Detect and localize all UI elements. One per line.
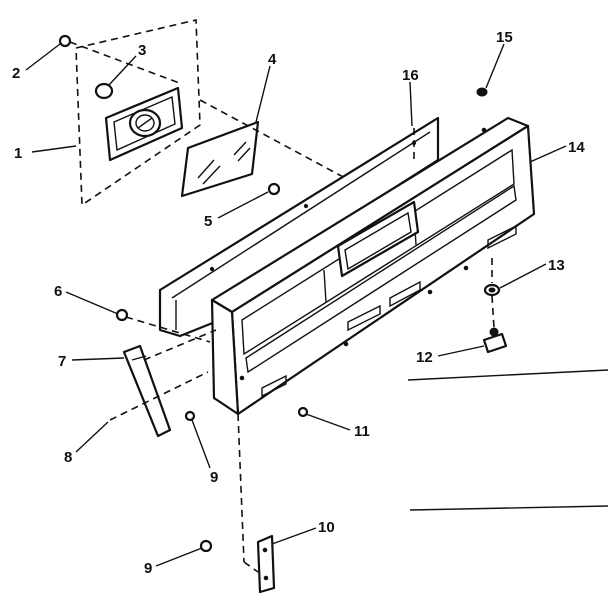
callout-1: 1 (14, 145, 22, 162)
part-11-screw (297, 406, 309, 418)
part-12-bracket (482, 327, 508, 354)
part-6-screw (115, 308, 129, 322)
callout-10: 10 (318, 519, 335, 536)
part-15-screw (476, 87, 488, 97)
callout-16: 16 (402, 67, 419, 84)
callout-5: 5 (204, 213, 212, 230)
part-16-back-panel (158, 116, 440, 338)
part-7-end-cap (122, 344, 172, 438)
part-5-screw (267, 182, 281, 196)
part-10-bracket (256, 534, 276, 594)
callout-9-upper: 9 (210, 469, 218, 486)
part-4-glass-lens (180, 120, 260, 198)
part-14-backguard (210, 116, 536, 416)
leader-lines (25, 43, 567, 567)
callout-14: 14 (568, 139, 585, 156)
callout-9-lower: 9 (144, 560, 152, 577)
callout-12: 12 (416, 349, 433, 366)
callout-7: 7 (58, 353, 66, 370)
part-1-timer-module (58, 19, 201, 207)
callout-13: 13 (548, 257, 565, 274)
callout-labels: 1 2 3 4 5 6 7 8 9 9 10 11 12 13 14 15 16 (12, 29, 585, 577)
callout-11: 11 (354, 423, 370, 440)
part-9-screw-upper (184, 410, 196, 422)
callout-4: 4 (268, 51, 277, 68)
callout-8: 8 (64, 449, 72, 466)
callout-3: 3 (138, 42, 146, 59)
callout-15: 15 (496, 29, 513, 46)
callout-6: 6 (54, 283, 62, 300)
part-13-clip (483, 283, 501, 297)
part-9-screw-lower (199, 539, 213, 553)
callout-2: 2 (12, 65, 20, 82)
